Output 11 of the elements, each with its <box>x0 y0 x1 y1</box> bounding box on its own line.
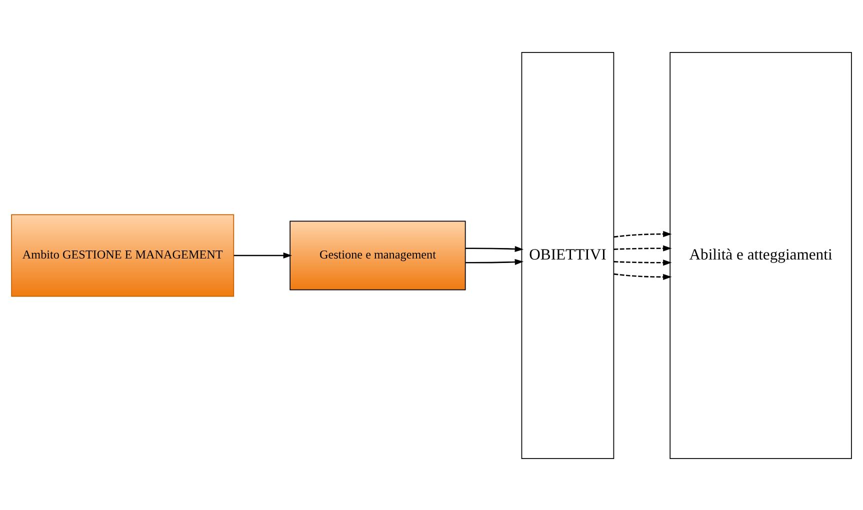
arrow <box>234 252 292 258</box>
node-box: Ambito GESTIONE E MANAGEMENT <box>11 214 234 296</box>
arrow <box>614 259 672 266</box>
arrow <box>466 258 524 265</box>
arrow <box>614 244 672 251</box>
arrow <box>614 272 672 280</box>
node-box: Gestione e management <box>290 220 466 290</box>
arrow <box>466 245 524 252</box>
node-box: Abilità e atteggiamenti <box>670 52 852 458</box>
node-box: OBIETTIVI <box>521 52 614 458</box>
arrow <box>614 230 672 238</box>
